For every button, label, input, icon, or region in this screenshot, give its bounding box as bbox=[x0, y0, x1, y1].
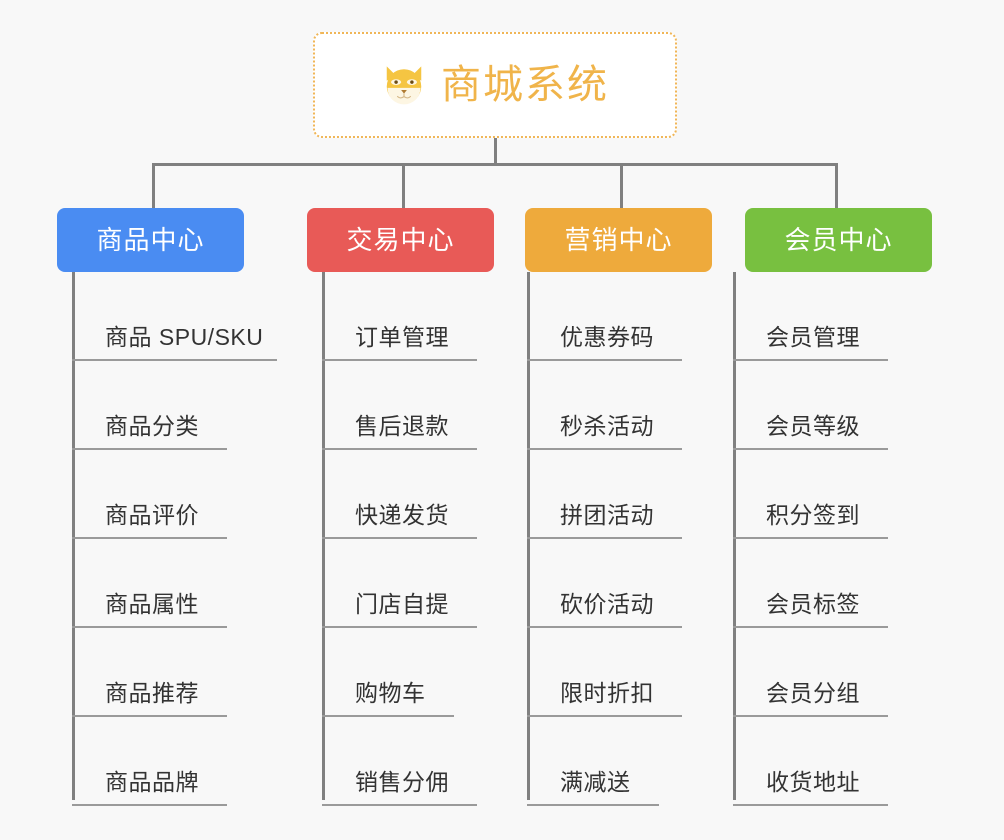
list-item-label: 砍价活动 bbox=[560, 591, 654, 617]
list-item-underline bbox=[72, 626, 227, 628]
column-spine-3 bbox=[527, 272, 530, 800]
category-label-4: 会员中心 bbox=[784, 225, 893, 255]
list-item-label: 收货地址 bbox=[766, 769, 860, 795]
list-item[interactable]: 秒杀活动 bbox=[527, 361, 682, 450]
list-item-underline bbox=[733, 537, 888, 539]
list-item[interactable]: 会员等级 bbox=[733, 361, 888, 450]
list-item-underline bbox=[72, 359, 277, 361]
list-item[interactable]: 会员管理 bbox=[733, 272, 888, 361]
list-item[interactable]: 满减送 bbox=[527, 717, 659, 806]
list-item-underline bbox=[527, 715, 682, 717]
list-item-underline bbox=[72, 804, 227, 806]
list-item-label: 商品 SPU/SKU bbox=[105, 324, 264, 350]
list-item[interactable]: 售后退款 bbox=[322, 361, 477, 450]
list-item[interactable]: 收货地址 bbox=[733, 717, 888, 806]
list-item[interactable]: 会员标签 bbox=[733, 539, 888, 628]
list-item-label: 商品属性 bbox=[105, 591, 199, 617]
list-item-underline bbox=[322, 537, 477, 539]
list-item-label: 秒杀活动 bbox=[560, 413, 654, 439]
list-item-label: 销售分佣 bbox=[355, 769, 449, 795]
list-item-underline bbox=[322, 359, 477, 361]
list-item[interactable]: 订单管理 bbox=[322, 272, 477, 361]
list-item[interactable]: 拼团活动 bbox=[527, 450, 682, 539]
list-item-underline bbox=[733, 804, 888, 806]
list-item-underline bbox=[72, 537, 227, 539]
root-node-label: 商城系统 bbox=[441, 63, 609, 107]
list-item-label: 售后退款 bbox=[355, 413, 449, 439]
list-item-underline bbox=[733, 448, 888, 450]
list-item-label: 拼团活动 bbox=[560, 502, 654, 528]
list-item-label: 订单管理 bbox=[355, 324, 449, 350]
list-item-label: 商品分类 bbox=[105, 413, 199, 439]
list-item[interactable]: 商品推荐 bbox=[72, 628, 227, 717]
list-item[interactable]: 商品分类 bbox=[72, 361, 227, 450]
list-item-label: 商品推荐 bbox=[105, 680, 199, 706]
category-box-4[interactable]: 会员中心 bbox=[745, 208, 932, 272]
column-spine-2 bbox=[322, 272, 325, 800]
list-item[interactable]: 积分签到 bbox=[733, 450, 888, 539]
list-item-label: 购物车 bbox=[355, 680, 426, 706]
list-item-underline bbox=[733, 359, 888, 361]
list-item[interactable]: 商品评价 bbox=[72, 450, 227, 539]
list-item-label: 限时折扣 bbox=[560, 680, 654, 706]
connector-drop-category-1 bbox=[152, 163, 155, 210]
list-item[interactable]: 商品属性 bbox=[72, 539, 227, 628]
category-label-2: 交易中心 bbox=[346, 225, 455, 255]
list-item-label: 商品品牌 bbox=[105, 769, 199, 795]
list-item-underline bbox=[322, 448, 477, 450]
connector-horizontal-bus bbox=[152, 163, 838, 166]
category-box-2[interactable]: 交易中心 bbox=[307, 208, 494, 272]
list-item-label: 会员管理 bbox=[766, 324, 860, 350]
list-item[interactable]: 商品 SPU/SKU bbox=[72, 272, 277, 361]
list-item-underline bbox=[527, 537, 682, 539]
list-item-label: 会员标签 bbox=[766, 591, 860, 617]
list-item-label: 会员等级 bbox=[766, 413, 860, 439]
list-item[interactable]: 快递发货 bbox=[322, 450, 477, 539]
list-item-underline bbox=[733, 626, 888, 628]
list-item-label: 门店自提 bbox=[355, 591, 449, 617]
category-label-3: 营销中心 bbox=[564, 225, 673, 255]
list-item[interactable]: 商品品牌 bbox=[72, 717, 227, 806]
list-item-underline bbox=[733, 715, 888, 717]
connector-root-stem bbox=[494, 138, 497, 165]
list-item-underline bbox=[72, 448, 227, 450]
list-item[interactable]: 购物车 bbox=[322, 628, 454, 717]
connector-drop-category-3 bbox=[620, 163, 623, 210]
list-item-underline bbox=[527, 626, 682, 628]
list-item[interactable]: 优惠券码 bbox=[527, 272, 682, 361]
list-item-label: 会员分组 bbox=[766, 680, 860, 706]
category-box-1[interactable]: 商品中心 bbox=[57, 208, 244, 272]
list-item-underline bbox=[72, 715, 227, 717]
list-item[interactable]: 限时折扣 bbox=[527, 628, 682, 717]
list-item-label: 积分签到 bbox=[766, 502, 860, 528]
column-spine-4 bbox=[733, 272, 736, 800]
root-node-shop-system[interactable]: 商城系统 bbox=[313, 32, 677, 138]
list-item[interactable]: 砍价活动 bbox=[527, 539, 682, 628]
connector-drop-category-2 bbox=[402, 163, 405, 210]
list-item-underline bbox=[527, 448, 682, 450]
list-item-label: 满减送 bbox=[560, 769, 631, 795]
list-item-underline bbox=[527, 359, 682, 361]
connector-drop-category-4 bbox=[835, 163, 838, 210]
list-item[interactable]: 门店自提 bbox=[322, 539, 477, 628]
list-item[interactable]: 销售分佣 bbox=[322, 717, 477, 806]
category-label-1: 商品中心 bbox=[96, 225, 205, 255]
list-item-label: 商品评价 bbox=[105, 502, 199, 528]
list-item-underline bbox=[322, 715, 454, 717]
list-item-underline bbox=[322, 804, 477, 806]
list-item-label: 优惠券码 bbox=[560, 324, 654, 350]
list-item-underline bbox=[527, 804, 659, 806]
list-item-underline bbox=[322, 626, 477, 628]
column-spine-1 bbox=[72, 272, 75, 800]
list-item-label: 快递发货 bbox=[355, 502, 449, 528]
shiba-dog-face-icon bbox=[386, 66, 422, 106]
category-box-3[interactable]: 营销中心 bbox=[525, 208, 712, 272]
list-item[interactable]: 会员分组 bbox=[733, 628, 888, 717]
